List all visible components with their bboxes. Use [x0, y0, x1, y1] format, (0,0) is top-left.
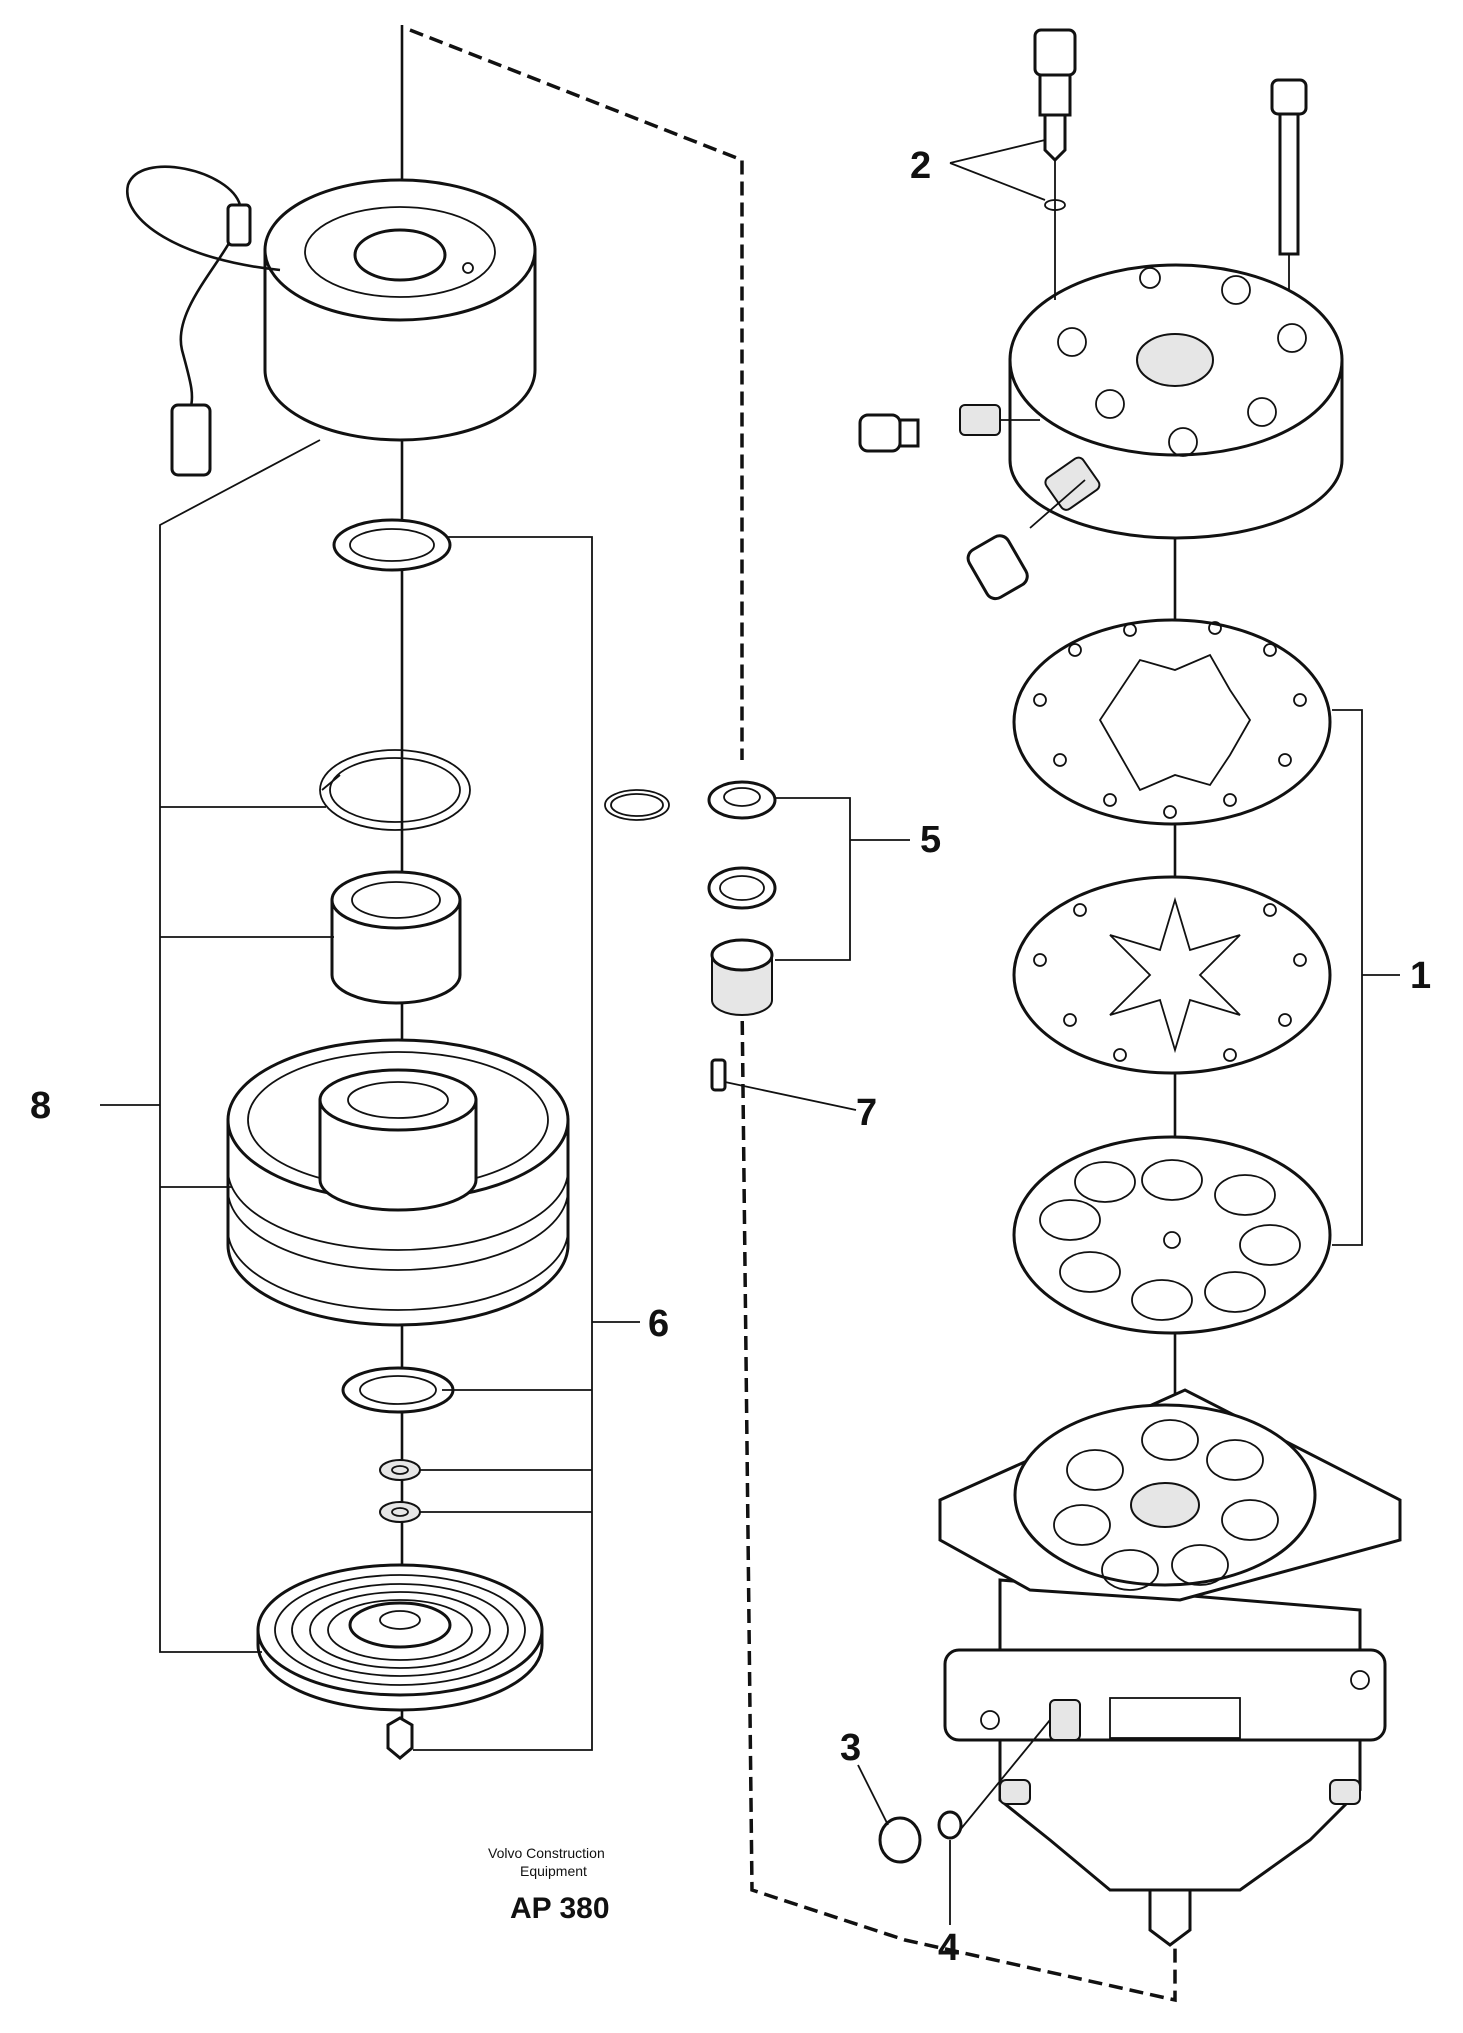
hub-nut	[386, 1716, 414, 1760]
drain-washer	[937, 1810, 963, 1925]
callout-5: 5	[920, 819, 941, 861]
valve-fitting	[1033, 28, 1077, 300]
clutch-hub	[256, 1563, 544, 1712]
magnetic-coil	[263, 178, 537, 442]
bearing	[330, 870, 462, 1005]
key	[710, 1058, 727, 1092]
shaft-seal	[710, 938, 774, 1016]
callout-8: 8	[30, 1085, 51, 1127]
plug-axis-line	[959, 1719, 1051, 1831]
bracket-item-1	[1332, 709, 1400, 1246]
retaining-ring-lower	[341, 1366, 455, 1414]
drawing-code: AP 380	[510, 1892, 610, 1925]
callout-2: 2	[910, 145, 931, 187]
bracket-item-8	[100, 439, 334, 1653]
callout-1: 1	[1410, 955, 1431, 997]
dashed-connection-line	[409, 28, 1177, 2003]
bracket-item-5	[775, 797, 910, 961]
callout-7: 7	[856, 1092, 877, 1134]
cylinder-gasket	[1012, 1135, 1332, 1335]
callout-4: 4	[938, 1927, 959, 1969]
bracket-item-6	[413, 536, 640, 1751]
pulley	[226, 1038, 570, 1327]
side-plug-left	[858, 413, 920, 453]
caption-division: Equipment	[520, 1863, 587, 1879]
valve-plate-star	[1012, 618, 1332, 826]
side-plug-lower	[966, 456, 1101, 601]
head-bolt	[1270, 78, 1308, 290]
coil-wire-connector	[126, 165, 281, 477]
drain-plug	[857, 1764, 922, 1864]
callout-6: 6	[648, 1303, 669, 1345]
callout-3: 3	[840, 1727, 861, 1769]
valve-plate-reed	[1012, 875, 1332, 1075]
shim-washers	[379, 1459, 421, 1523]
retaining-ring-upper	[332, 518, 452, 572]
compressor-body	[938, 1388, 1402, 1947]
leader-item-7	[724, 1081, 857, 1111]
seal-ring-middle	[707, 866, 777, 910]
leader-item-2	[949, 139, 1046, 201]
o-ring	[604, 789, 670, 821]
seal-ring-top	[707, 780, 777, 820]
side-fitting	[959, 404, 1040, 436]
snap-ring	[319, 749, 471, 831]
caption-company: Volvo Construction	[488, 1845, 605, 1861]
